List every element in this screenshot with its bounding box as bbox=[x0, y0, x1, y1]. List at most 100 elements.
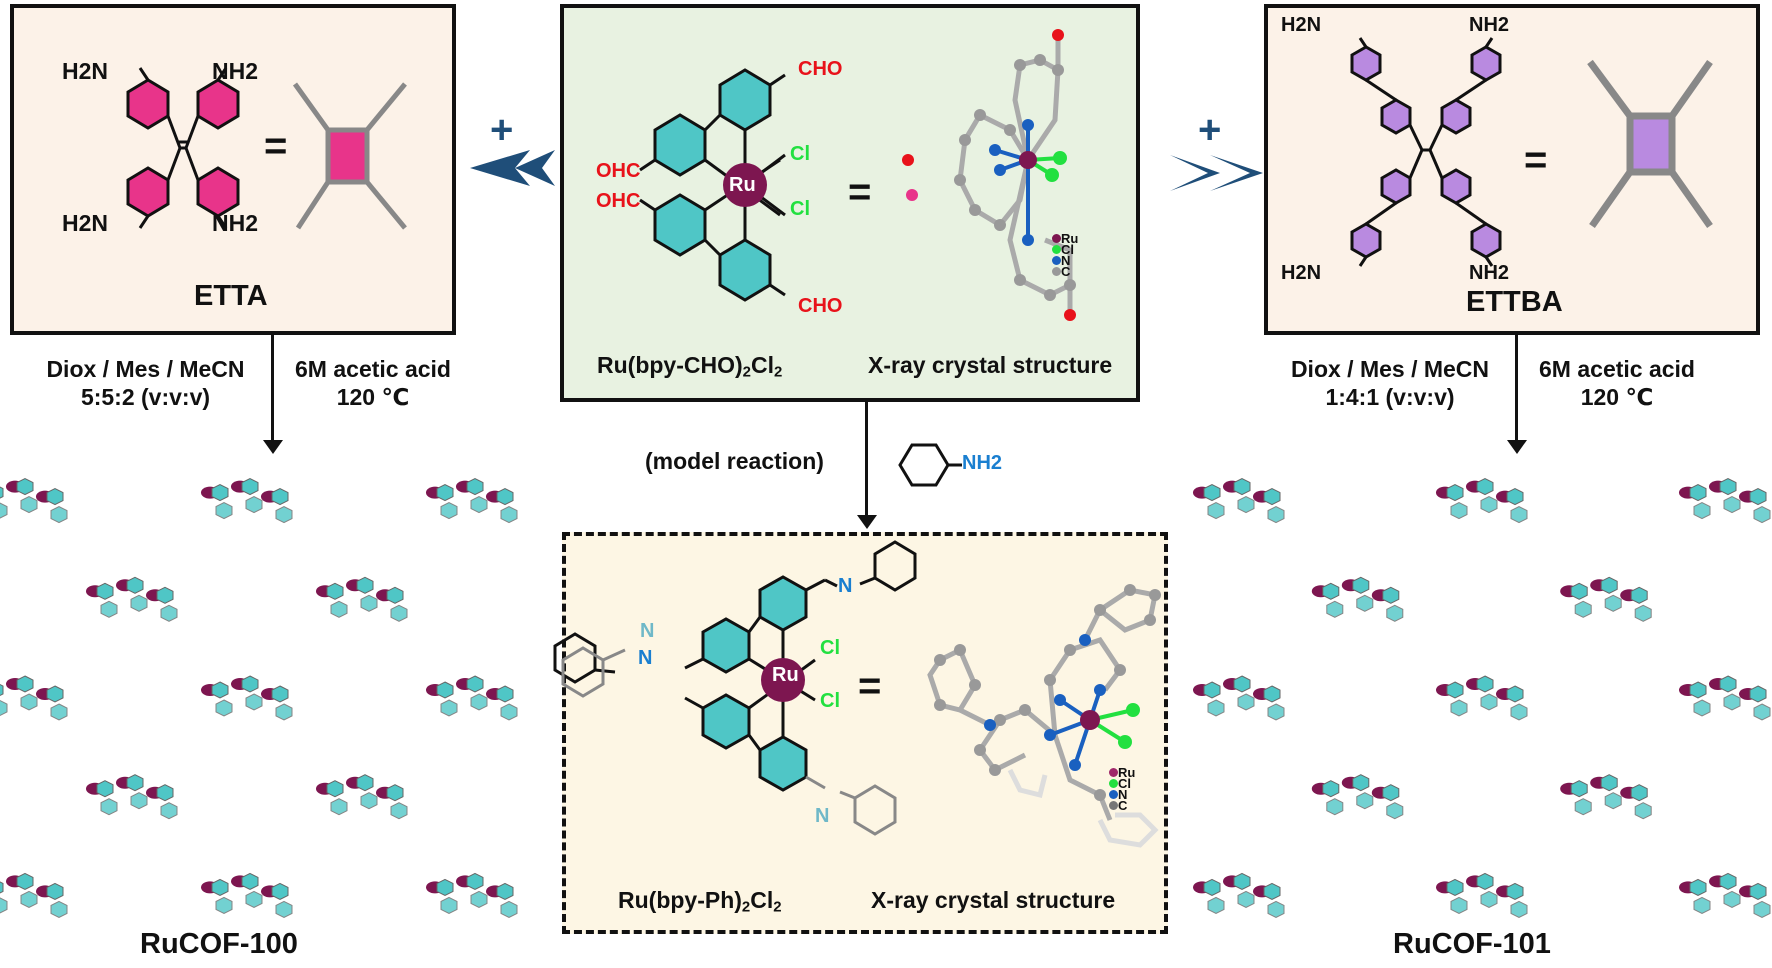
ruthenium-atom bbox=[761, 658, 805, 702]
bipyridine-node bbox=[466, 872, 484, 890]
bipyridine-node bbox=[326, 582, 344, 600]
ru-bpy-ph-name: Ru(bpy-Ph)2Cl2 bbox=[618, 887, 782, 916]
bipyridine-node bbox=[1450, 699, 1468, 717]
ettba-amine-label: NH2 bbox=[1469, 262, 1510, 284]
bipyridine-node bbox=[100, 798, 118, 816]
model-reaction-arrow-shaft bbox=[865, 402, 868, 522]
ettba-linker-symbol bbox=[1587, 59, 1713, 229]
bipyridine-node bbox=[46, 488, 64, 506]
pyridine-ring bbox=[718, 68, 772, 132]
bipyridine-node bbox=[1446, 681, 1464, 699]
cl-label: Cl bbox=[820, 637, 840, 659]
bipyridine-node bbox=[1506, 685, 1524, 703]
ettba-panel bbox=[1264, 4, 1760, 335]
bipyridine-node bbox=[496, 488, 514, 506]
bipyridine-node bbox=[1693, 896, 1711, 914]
bipyridine-node bbox=[470, 496, 488, 514]
bipyridine-node bbox=[271, 685, 289, 703]
bipyridine-node bbox=[1630, 784, 1648, 802]
bipyridine-node bbox=[1693, 699, 1711, 717]
bipyridine-node bbox=[1450, 896, 1468, 914]
bipyridine-node bbox=[130, 792, 148, 810]
bipyridine-node bbox=[50, 506, 68, 524]
bipyridine-node bbox=[1506, 882, 1524, 900]
bipyridine-node bbox=[1386, 802, 1404, 820]
bipyridine-node bbox=[245, 496, 263, 514]
bipyridine-node bbox=[386, 784, 404, 802]
cl-label: Cl bbox=[790, 198, 810, 220]
bipyridine-node bbox=[1476, 675, 1494, 693]
reaction-arrow-shaft bbox=[1515, 335, 1518, 447]
bipyridine-node bbox=[1570, 582, 1588, 600]
bipyridine-node bbox=[1203, 681, 1221, 699]
bipyridine-node bbox=[440, 502, 458, 520]
bipyridine-node bbox=[1510, 900, 1528, 918]
imine-n-label: N bbox=[640, 620, 655, 642]
bipyridine-node bbox=[1322, 582, 1340, 600]
model-product-panel bbox=[562, 532, 1168, 934]
bipyridine-node bbox=[500, 703, 518, 721]
bipyridine-node bbox=[1267, 703, 1285, 721]
bipyridine-node bbox=[1382, 784, 1400, 802]
bipyridine-node bbox=[496, 882, 514, 900]
bipyridine-node bbox=[126, 774, 144, 792]
bipyridine-node bbox=[1356, 792, 1374, 810]
bipyridine-node bbox=[1719, 872, 1737, 890]
bipyridine-node bbox=[0, 683, 4, 697]
ru-bpy-ph-xray-model bbox=[927, 584, 1161, 848]
arrow-head-icon bbox=[1210, 155, 1263, 173]
bipyridine-node bbox=[1207, 502, 1225, 520]
pyridine-ring bbox=[653, 193, 707, 257]
bipyridine-node bbox=[1233, 872, 1251, 890]
bipyridine-node bbox=[1600, 576, 1618, 594]
bipyridine-node bbox=[160, 604, 178, 622]
bipyridine-node bbox=[1689, 484, 1707, 502]
equals-sign: = bbox=[858, 664, 882, 708]
bipyridine-node bbox=[1207, 896, 1225, 914]
etta-name: ETTA bbox=[194, 280, 268, 312]
ru-bpy-cho-structure bbox=[639, 68, 786, 302]
imine-n-label: N bbox=[838, 575, 853, 597]
arrow-head-icon bbox=[470, 150, 530, 186]
bipyridine-node bbox=[46, 882, 64, 900]
bipyridine-node bbox=[1634, 604, 1652, 622]
bipyridine-node bbox=[1689, 681, 1707, 699]
left-reaction-arrow bbox=[470, 150, 555, 186]
bipyridine-node bbox=[0, 881, 4, 894]
atom-legend: Ru Cl N C bbox=[1052, 232, 1078, 278]
bipyridine-node bbox=[1480, 496, 1498, 514]
aniline-structure bbox=[898, 443, 962, 487]
bipyridine-node bbox=[245, 890, 263, 908]
rucof-100-framework bbox=[0, 478, 518, 918]
bipyridine-node bbox=[1749, 882, 1767, 900]
bipyridine-node bbox=[1386, 604, 1404, 622]
ru-atom-sphere bbox=[1080, 710, 1100, 730]
bipyridine-node bbox=[1267, 900, 1285, 918]
bipyridine-node bbox=[390, 802, 408, 820]
etta-amine-label: H2N bbox=[62, 210, 109, 236]
bipyridine-node bbox=[241, 675, 259, 693]
bipyridine-node bbox=[356, 576, 374, 594]
bipyridine-node bbox=[1267, 506, 1285, 524]
right-solvent: Diox / Mes / MeCN bbox=[1290, 356, 1490, 382]
bipyridine-node bbox=[50, 900, 68, 918]
benzene-ring bbox=[196, 78, 240, 130]
bipyridine-node bbox=[1634, 802, 1652, 820]
bipyridine-node bbox=[360, 792, 378, 810]
rucof-101-framework bbox=[1193, 478, 1771, 918]
bipyridine-node bbox=[156, 586, 174, 604]
ettba-amine-label: NH2 bbox=[1469, 14, 1510, 36]
etta-rings bbox=[126, 78, 240, 218]
aldehyde-label: CHO bbox=[798, 295, 843, 317]
equals-sign: = bbox=[1524, 138, 1548, 182]
bipyridine-node bbox=[211, 878, 229, 896]
bipyridine-node bbox=[326, 780, 344, 798]
ru-atom-sphere bbox=[1019, 151, 1037, 169]
bipyridine-node bbox=[215, 502, 233, 520]
atom-legend: Ru Cl N C bbox=[1109, 766, 1135, 812]
bipyridine-node bbox=[1237, 496, 1255, 514]
bipyridine-node bbox=[211, 484, 229, 502]
bipyridine-node bbox=[1753, 703, 1771, 721]
bipyridine-node bbox=[1450, 502, 1468, 520]
bipyridine-node bbox=[20, 890, 38, 908]
